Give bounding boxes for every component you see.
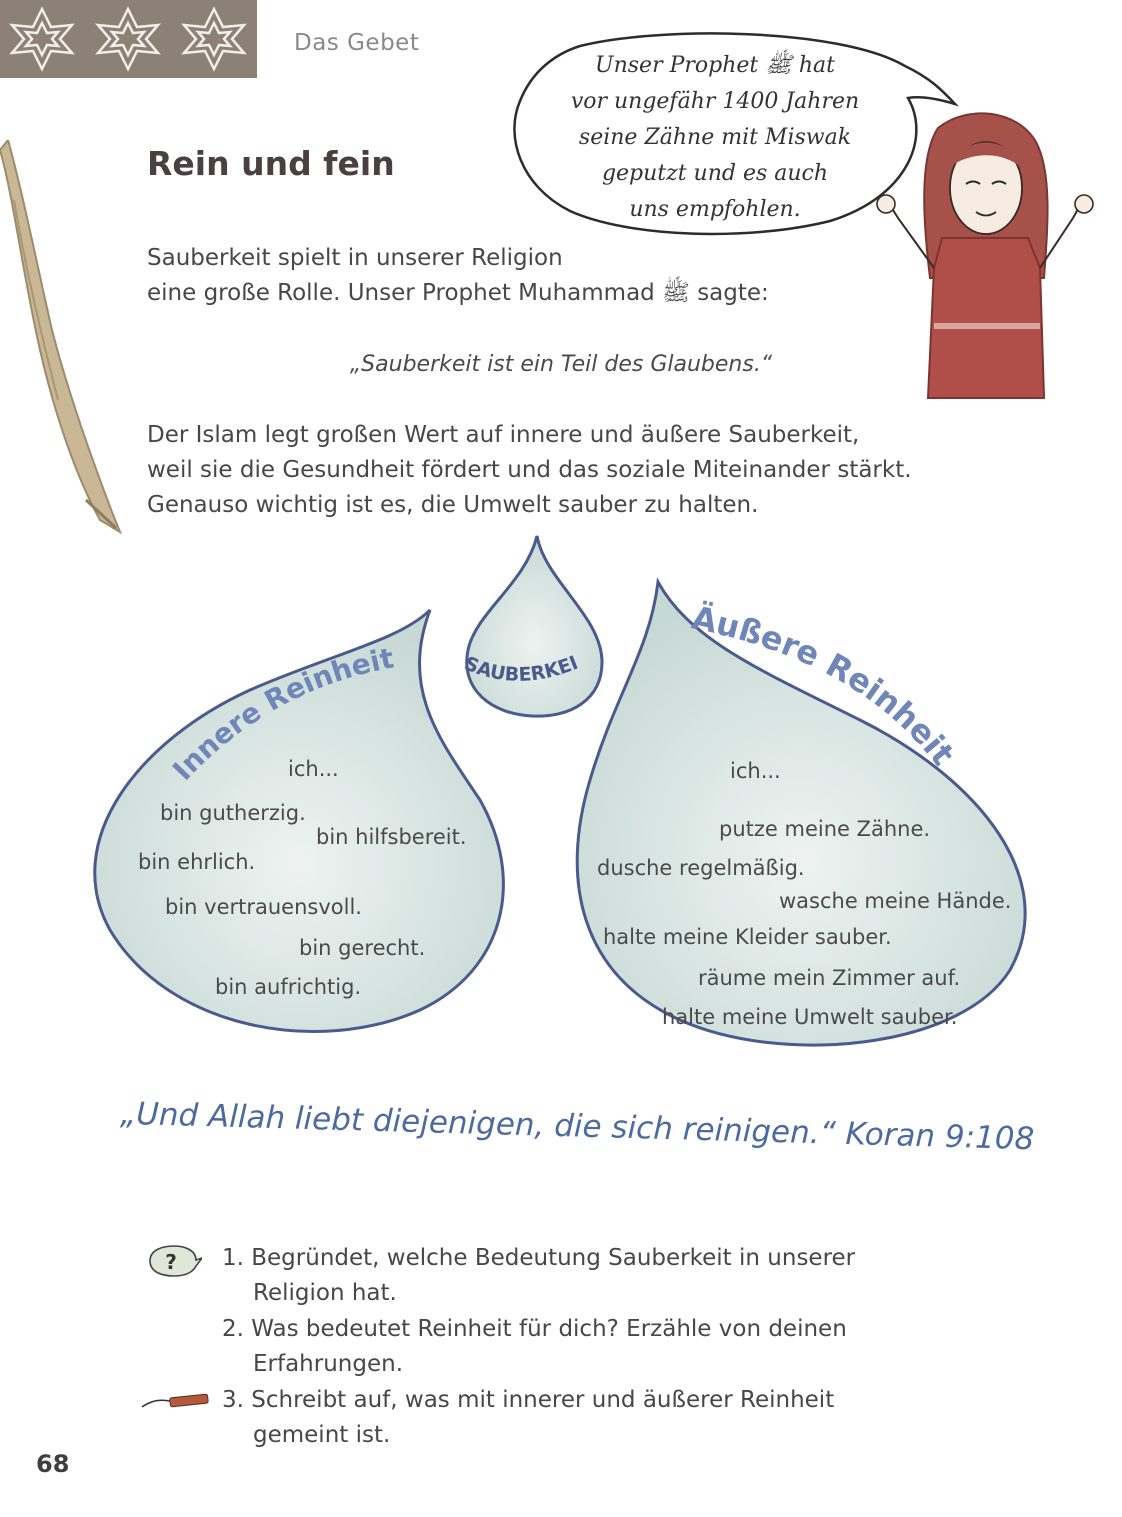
task-line: gemeint ist. (253, 1422, 391, 1448)
outer-drop-intro: ich... (730, 759, 781, 783)
koran-quote: „Und Allah liebt diejenigen, die sich re… (119, 1095, 1035, 1158)
outer-drop-item: räume mein Zimmer auf. (698, 966, 961, 990)
inner-drop-item: bin vertrauensvoll. (165, 895, 362, 919)
girl-illustration (876, 112, 1094, 399)
outer-drop-shape (575, 577, 1027, 1047)
inner-drop-item: bin ehrlich. (138, 850, 256, 874)
outer-drop-item: putze meine Zähne. (719, 817, 931, 841)
speech-bubble (513, 32, 960, 236)
task-1: 1. Begründet, welche Bedeutung Sauberkei… (222, 1241, 855, 1311)
task-line: Religion hat. (253, 1280, 397, 1306)
task-line: 3. Schreibt auf, was mit innerer und äuß… (222, 1387, 835, 1413)
task-line: 2. Was bedeutet Reinheit für dich? Erzäh… (222, 1316, 847, 1342)
paragraph-line: weil sie die Gesundheit fördert und das … (147, 457, 912, 483)
intro-line: eine große Rolle. Unser Prophet Muhammad… (147, 280, 769, 306)
star-ornament-icon (9, 6, 247, 72)
page-number: 68 (36, 1450, 70, 1478)
intro-line: Sauberkeit spielt in unserer Religion (147, 245, 563, 271)
bubble-line: seine Zähne mit Miswak (578, 125, 852, 150)
bubble-line: uns empfohlen. (629, 197, 801, 222)
intro-text: Sauberkeit spielt in unserer Religion ei… (147, 241, 769, 311)
outer-drop-item: wasche meine Hände. (779, 889, 1012, 913)
inner-drop-item: bin gerecht. (299, 936, 426, 960)
inner-drop-item: bin hilfsbereit. (316, 825, 467, 849)
hadith-quote: „Sauberkeit ist ein Teil des Glaubens.“ (349, 352, 773, 377)
task-2: 2. Was bedeutet Reinheit für dich? Erzäh… (222, 1312, 847, 1382)
inner-drop-item: bin gutherzig. (160, 801, 306, 825)
header-star-pattern (0, 0, 257, 78)
miswak-stick-illustration (0, 140, 123, 535)
speech-bubble-text: Unser Prophet ﷺ hat vor ungefähr 1400 Ja… (540, 48, 890, 228)
bubble-line: Unser Prophet ﷺ hat (595, 53, 835, 78)
center-drop-shape (465, 535, 604, 718)
inner-drop-intro: ich... (288, 757, 339, 781)
section-label: Das Gebet (294, 30, 420, 56)
inner-drop-shape (93, 608, 505, 1033)
task-3: 3. Schreibt auf, was mit innerer und äuß… (222, 1383, 834, 1453)
speak-icon-glyph: ? (165, 1250, 177, 1274)
inner-drop-item: bin aufrichtig. (215, 975, 362, 999)
task-line: 1. Begründet, welche Bedeutung Sauberkei… (222, 1245, 856, 1271)
outer-drop-item: halte meine Kleider sauber. (603, 925, 892, 949)
paragraph-line: Genauso wichtig ist es, die Umwelt saube… (147, 492, 759, 518)
paragraph-line: Der Islam legt großen Wert auf innere un… (147, 422, 860, 448)
bubble-line: geputzt und es auch (601, 161, 829, 186)
paragraph-text: Der Islam legt großen Wert auf innere un… (147, 418, 912, 523)
speak-task-icon: ? (146, 1244, 205, 1282)
write-task-icon (140, 1391, 210, 1417)
bubble-line: vor ungefähr 1400 Jahren (570, 89, 860, 114)
outer-drop-item: halte meine Umwelt sauber. (662, 1005, 958, 1029)
task-line: Erfahrungen. (253, 1351, 404, 1377)
outer-drop-item: dusche regelmäßig. (597, 856, 805, 880)
page-title: Rein und fein (147, 144, 395, 183)
drops-illustration: Innere Reinheit Äußere Reinheit SAUBERKE… (0, 520, 1027, 1047)
